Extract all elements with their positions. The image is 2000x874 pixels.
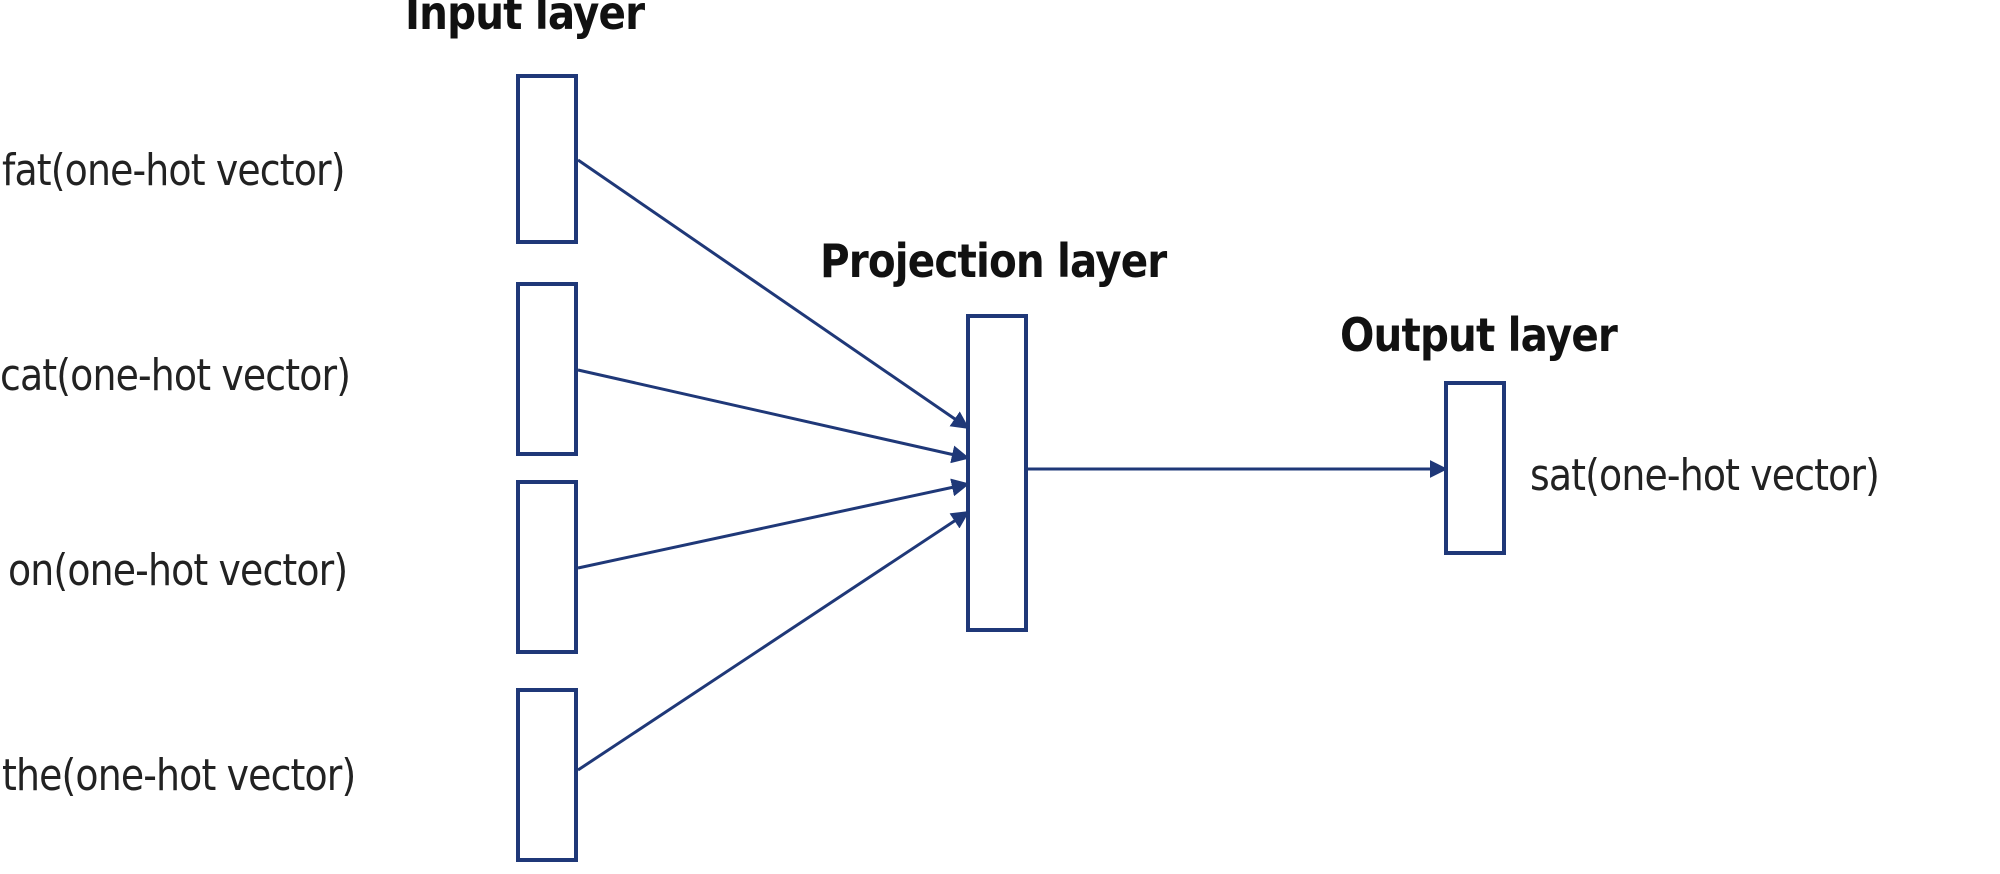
edge-the-to-projection <box>577 510 970 772</box>
input-layer-title: Input layer <box>405 0 645 40</box>
edge-on-to-projection <box>577 478 970 570</box>
output-node <box>1444 381 1506 555</box>
output-layer-title: Output layer <box>1340 308 1618 362</box>
input-node-fat <box>516 74 578 244</box>
input-node-on <box>516 480 578 654</box>
edge-cat-to-projection <box>577 368 970 464</box>
input-label-fat: fat(one-hot vector) <box>2 145 345 196</box>
input-node-cat <box>516 282 578 456</box>
output-label-sat: sat(one-hot vector) <box>1530 450 1880 501</box>
input-node-the <box>516 688 578 862</box>
input-label-cat: cat(one-hot vector) <box>0 350 351 401</box>
input-label-on: on(one-hot vector) <box>8 545 348 596</box>
projection-layer-title: Projection layer <box>820 234 1167 288</box>
projection-node <box>966 314 1028 632</box>
input-label-the: the(one-hot vector) <box>2 750 356 801</box>
edge-fat-to-projection <box>577 158 970 430</box>
